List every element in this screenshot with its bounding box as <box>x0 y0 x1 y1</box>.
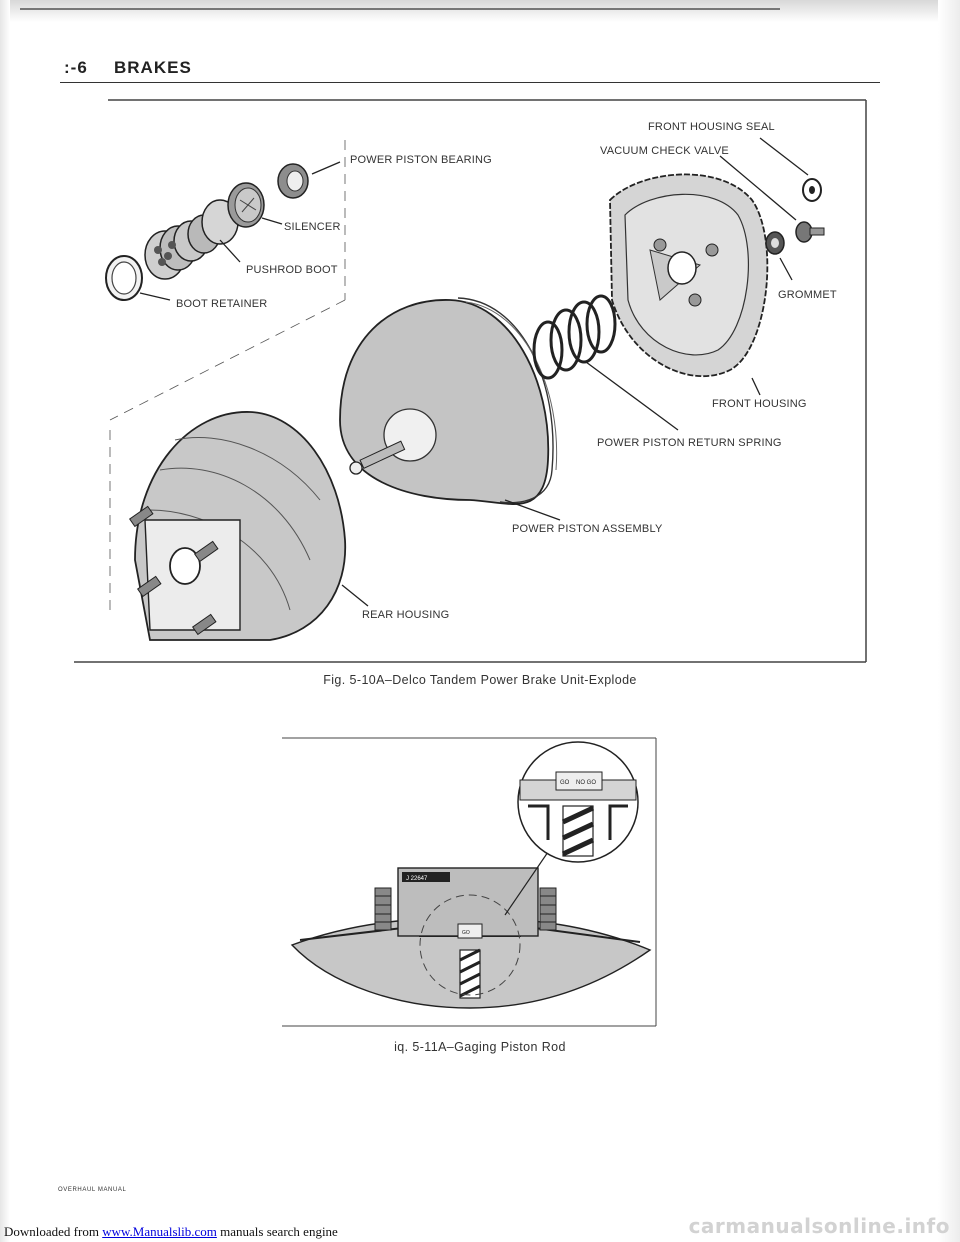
page-right-edge <box>938 0 960 1242</box>
gauge-no-go-mark: NO GO <box>576 780 596 786</box>
label-power-piston-return-spring: POWER PISTON RETURN SPRING <box>597 437 782 449</box>
gauge-stud-left <box>374 887 392 931</box>
pushrod-boot-part <box>144 199 239 280</box>
figure2-caption: iq. 5-11A–Gaging Piston Rod <box>394 1040 566 1054</box>
gauge-stud-right <box>539 887 557 931</box>
label-silencer: SILENCER <box>284 221 341 233</box>
page-top-shadow <box>0 0 960 22</box>
download-suffix: manuals search engine <box>216 1224 338 1239</box>
label-rear-housing: REAR HOUSING <box>362 609 449 621</box>
vacuum-check-valve-part <box>795 221 825 243</box>
label-grommet: GROMMET <box>778 289 837 301</box>
page-number: :-6 <box>64 58 88 77</box>
page-header: :-6 BRAKES <box>60 56 880 83</box>
rear-housing-part <box>128 411 347 641</box>
power-piston-assembly-part <box>339 297 558 505</box>
silencer-part <box>227 182 265 228</box>
grommet-part <box>765 231 785 255</box>
gauge-detail-inset: GO NO GO <box>517 741 639 863</box>
return-spring-part <box>532 294 617 380</box>
section-title: BRAKES <box>114 58 192 77</box>
label-power-piston-bearing: POWER PISTON BEARING <box>350 154 492 166</box>
label-power-piston-assembly: POWER PISTON ASSEMBLY <box>512 523 663 535</box>
label-front-housing: FRONT HOUSING <box>712 398 807 410</box>
gauge-tool-label: J 22647 <box>406 876 428 882</box>
gauge-go-mark-small: GO <box>462 930 470 936</box>
watermark-logo: carmanualsonline.info <box>688 1214 950 1238</box>
page-left-edge <box>0 0 10 1242</box>
label-front-housing-seal: FRONT HOUSING SEAL <box>648 121 775 133</box>
gauge-go-mark: GO <box>560 780 570 786</box>
power-piston-bearing-part <box>277 163 309 199</box>
label-vacuum-check-valve: VACUUM CHECK VALVE <box>600 145 729 157</box>
figure-power-brake-explode: POWER PISTON BEARING SILENCER PUSHROD BO… <box>74 99 867 663</box>
front-housing-part <box>609 173 769 378</box>
download-bar: Downloaded from www.Manualslib.com manua… <box>0 1222 960 1242</box>
figure1-caption: Fig. 5-10A–Delco Tandem Power Brake Unit… <box>323 673 637 687</box>
figure-gaging-piston-rod: J 22647 GO GO NO GO <box>282 737 657 1027</box>
front-housing-seal-part <box>802 178 822 202</box>
footer-manual-note: OVERHAUL MANUAL <box>58 1187 127 1193</box>
boot-retainer-part <box>105 255 143 301</box>
label-pushrod-boot: PUSHROD BOOT <box>246 264 338 276</box>
download-prefix: Downloaded from <box>4 1224 103 1239</box>
page-top-rule <box>20 8 780 10</box>
manualslib-link[interactable]: www.Manualslib.com <box>102 1224 217 1239</box>
label-boot-retainer: BOOT RETAINER <box>176 298 267 310</box>
download-text: Downloaded from www.Manualslib.com manua… <box>4 1224 338 1240</box>
